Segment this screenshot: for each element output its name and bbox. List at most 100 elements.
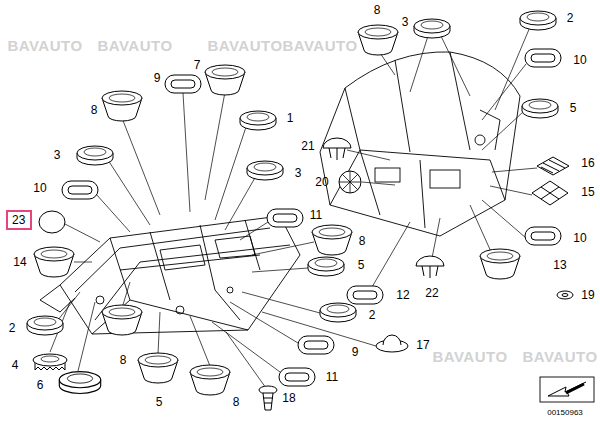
part-drawing (165, 75, 201, 93)
callout-number: 9 (352, 345, 359, 359)
part-drawing (230, 302, 298, 343)
part-drawing (490, 186, 532, 195)
part-drawing (247, 161, 283, 180)
part-drawing (416, 256, 444, 278)
callout-number: 5 (358, 258, 365, 272)
callout-number: 6 (37, 378, 44, 392)
part-drawing (450, 52, 470, 150)
part-drawing (27, 316, 63, 335)
part-drawing (50, 27, 537, 388)
callout-number: 4 (12, 358, 19, 372)
callout-number: 8 (233, 395, 240, 409)
part-drawing (120, 255, 260, 270)
part-drawing (227, 287, 233, 293)
part-drawing (495, 27, 530, 110)
part-drawing (252, 268, 308, 272)
part-drawing (225, 176, 256, 230)
part-drawing (122, 118, 160, 215)
part-drawing (160, 245, 205, 270)
part-drawing (482, 112, 523, 150)
part-drawing (540, 377, 594, 402)
part-drawing (347, 286, 383, 304)
part-drawing (59, 372, 100, 394)
part-drawing (183, 93, 190, 212)
callout-number: 18 (282, 391, 295, 405)
part-drawing (40, 216, 300, 334)
part-drawing (158, 312, 160, 354)
part-drawing (420, 160, 425, 228)
part-drawing (259, 386, 277, 410)
part-drawing (59, 372, 100, 394)
callout-number: 3 (295, 166, 302, 180)
part-drawing (308, 257, 344, 276)
part-drawing (40, 285, 75, 312)
part-drawing (492, 168, 537, 172)
part-drawing (122, 282, 130, 308)
part-drawing (215, 127, 246, 220)
callout-number: 23 (12, 213, 26, 227)
callout-number: 12 (396, 288, 409, 302)
callout-number: 8 (120, 353, 127, 367)
part-drawing (190, 316, 210, 366)
part-drawing (482, 200, 526, 238)
callout-number: 2 (369, 308, 376, 322)
part-drawing (375, 168, 400, 182)
part-drawing (566, 384, 584, 393)
part-drawing (242, 292, 320, 313)
part-drawing (212, 322, 280, 372)
part-drawing (522, 99, 558, 118)
callout-number: 3 (54, 148, 61, 162)
part-drawing (410, 36, 428, 92)
part-drawing (430, 170, 460, 188)
callout-number: 15 (581, 185, 594, 199)
part-drawing (475, 135, 485, 145)
part-drawing (240, 111, 276, 130)
part-drawing (58, 292, 80, 320)
part-drawing (537, 157, 569, 175)
part-drawing (39, 211, 65, 233)
callout-number: 20 (315, 175, 328, 189)
callout-number: 19 (581, 288, 594, 302)
part-drawing (60, 216, 300, 334)
watermark: BAVAUTO (7, 39, 82, 53)
part-drawing (102, 91, 142, 121)
part-drawing (525, 227, 561, 245)
part-drawing (298, 336, 334, 354)
callout-number: 10 (573, 231, 586, 245)
part-drawing (532, 181, 568, 205)
part-drawing (108, 160, 150, 225)
part-drawing (205, 92, 225, 200)
callout-number: 9 (154, 71, 161, 85)
callout-number: 2 (9, 321, 16, 335)
part-drawing (432, 218, 440, 258)
part-drawing (78, 302, 95, 371)
watermark: BAVAUTO (522, 350, 597, 364)
part-drawing (525, 49, 561, 67)
part-drawing (34, 247, 74, 277)
watermark: BAVAUTO (207, 39, 282, 53)
callout-number: 2 (567, 11, 574, 25)
part-drawing (339, 171, 361, 193)
part-drawing (520, 11, 556, 30)
part-drawing (376, 335, 408, 352)
callout-number: 16 (581, 156, 594, 170)
part-drawing (362, 182, 395, 185)
part-drawing (480, 249, 520, 279)
part-drawing (414, 19, 450, 38)
part-drawing (252, 242, 314, 255)
callout-number: 10 (573, 53, 586, 67)
part-drawing (96, 194, 130, 232)
part-drawing (240, 222, 268, 240)
part-drawing (320, 52, 520, 236)
part-drawing (62, 181, 98, 199)
drawing-number: 00150963 (547, 408, 583, 418)
part-drawing (176, 306, 184, 314)
watermark: BAVAUTO (432, 350, 507, 364)
part-drawing (312, 225, 352, 255)
part-drawing (75, 228, 270, 292)
callout-number: 7 (194, 58, 201, 72)
part-drawing (470, 205, 492, 254)
part-drawing (440, 34, 470, 96)
part-drawing (226, 332, 266, 388)
